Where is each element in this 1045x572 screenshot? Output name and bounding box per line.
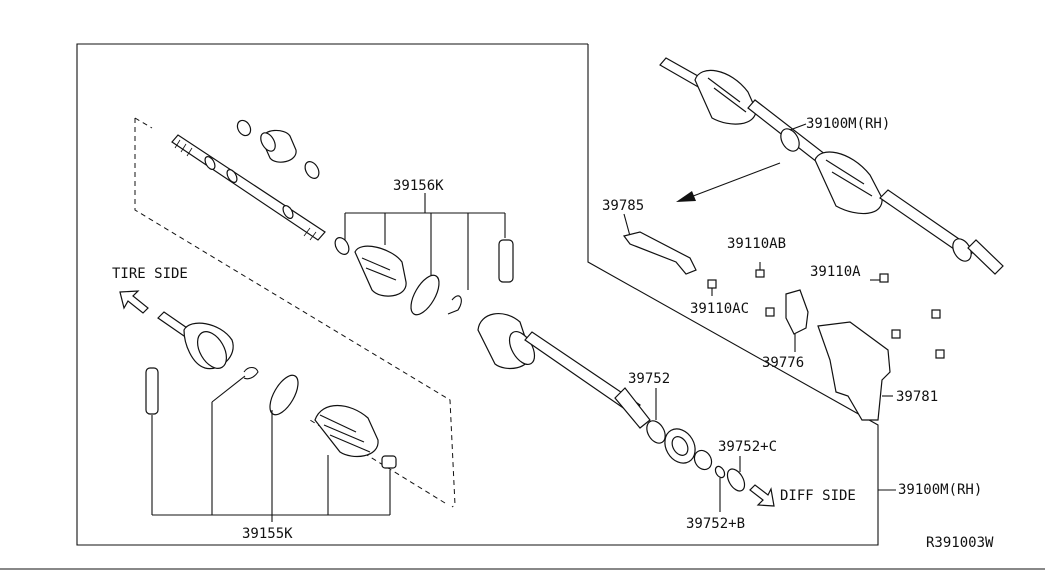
support-39781 xyxy=(817,321,891,421)
label-39110ab: 39110AB xyxy=(727,236,786,252)
leader-39100m-top xyxy=(789,123,807,131)
label-39110a: 39110A xyxy=(810,264,861,280)
label-39110ac: 39110AC xyxy=(690,301,749,317)
label-39752: 39752 xyxy=(628,371,670,387)
outer-cv-joint xyxy=(157,311,234,370)
drive-shaft-assembly xyxy=(659,57,1004,275)
bolt-39110ab xyxy=(755,262,765,278)
label-39752b: 39752+B xyxy=(686,516,745,532)
inner-dashed-boundary xyxy=(134,118,456,508)
label-39752c: 39752+C xyxy=(718,439,777,455)
grease-tube-39155k xyxy=(145,367,159,415)
bracket-39785 xyxy=(622,231,697,275)
dashed-top xyxy=(134,117,153,129)
snap-ring-top-2 xyxy=(304,161,320,179)
bolt-39110ac-2 xyxy=(765,307,775,317)
ring-39752b xyxy=(714,465,726,479)
label-39785: 39785 xyxy=(602,198,644,214)
label-tire-side: TIRE SIDE xyxy=(112,266,188,282)
label-39155k: 39155K xyxy=(242,526,293,542)
diff-side-arrow-icon xyxy=(749,484,775,507)
leader-39156k xyxy=(344,193,506,290)
snap-ring-top xyxy=(236,119,252,137)
tire-side-arrow-icon xyxy=(119,290,149,314)
inner-joint-housing xyxy=(477,313,651,429)
bearing-inner xyxy=(671,436,689,456)
seal-39752b xyxy=(693,449,713,471)
kit-39156k-parts xyxy=(334,237,514,316)
clip-39155k xyxy=(243,366,259,380)
band-39155k xyxy=(269,374,299,416)
diagram-code: R391003W xyxy=(926,535,994,551)
label-39776: 39776 xyxy=(762,355,804,371)
leader-39155k xyxy=(151,375,391,522)
small-boot-top xyxy=(260,129,297,163)
label-39781: 39781 xyxy=(896,389,938,405)
boot-39155k xyxy=(314,405,379,458)
label-39100m-bottom: 39100M(RH) xyxy=(898,482,982,498)
label-39156k: 39156K xyxy=(393,178,444,194)
small-band-39155k xyxy=(381,455,397,469)
bracket-39776 xyxy=(785,289,809,335)
seal-ring-39752 xyxy=(646,420,666,444)
label-diff-side: DIFF SIDE xyxy=(780,488,856,504)
ring-39752c xyxy=(726,468,746,492)
bolt-39110a xyxy=(870,273,889,283)
leader-39785 xyxy=(623,213,631,237)
inner-shaft xyxy=(171,134,326,241)
label-39100m-top: 39100M(RH) xyxy=(806,116,890,132)
direction-arrow-icon xyxy=(676,162,781,202)
assembly-frame xyxy=(76,43,879,546)
bolts-39781 xyxy=(891,309,945,359)
bolt-39110ac xyxy=(707,279,717,296)
